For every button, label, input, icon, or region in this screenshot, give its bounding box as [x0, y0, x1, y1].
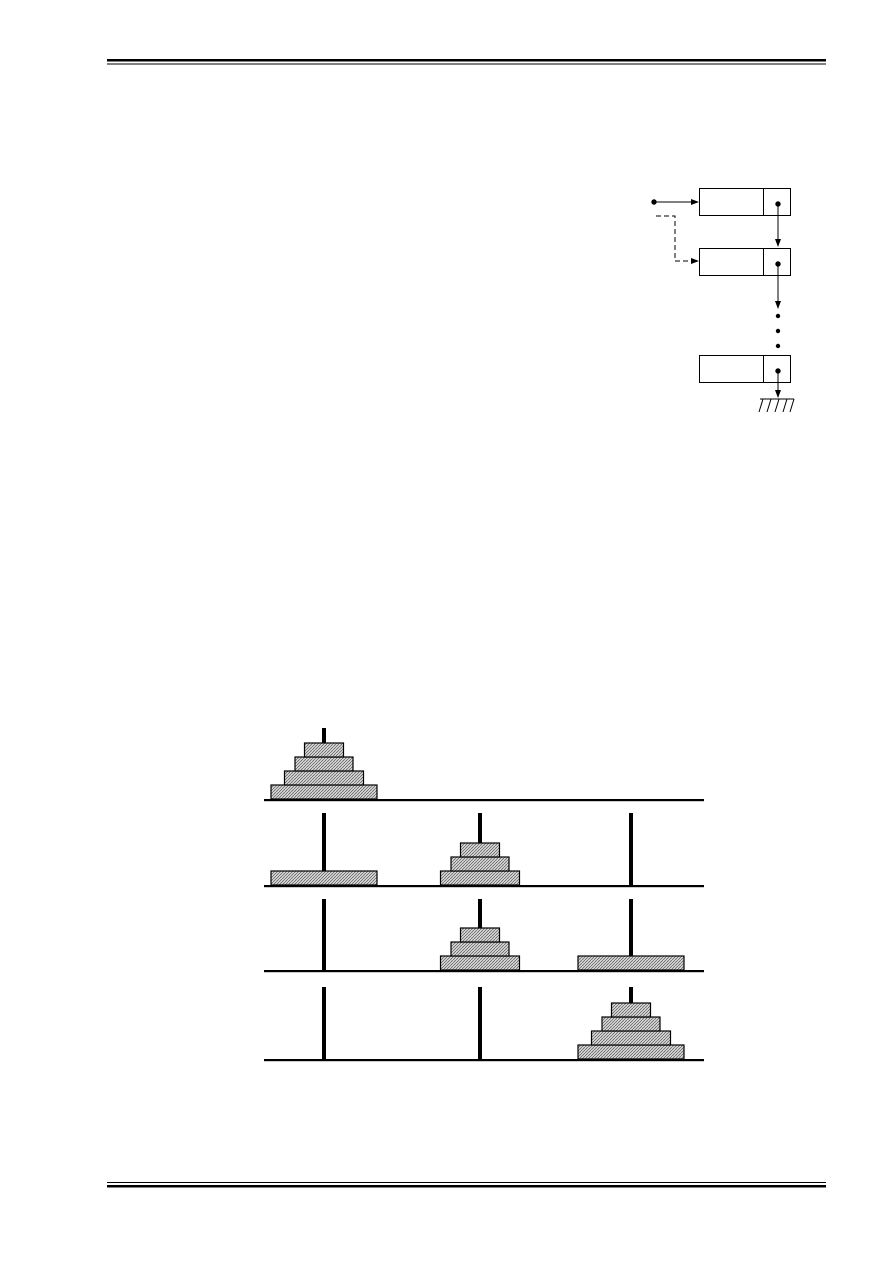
hanoi-disk-2 — [450, 941, 510, 957]
hanoi-disk-4 — [577, 1044, 685, 1060]
hanoi-peg — [478, 987, 482, 1060]
hanoi-disk-1 — [459, 842, 501, 858]
hanoi-peg — [322, 987, 326, 1060]
hanoi-base-line — [264, 799, 704, 802]
hanoi-disk-1 — [459, 927, 501, 943]
hanoi-disk-4 — [270, 784, 378, 800]
hanoi-base-line — [264, 885, 704, 888]
towers-of-hanoi-diagram — [264, 728, 704, 1062]
hanoi-disk-4 — [270, 870, 378, 886]
hanoi-peg — [322, 899, 326, 971]
dashed-arrow — [656, 215, 699, 264]
list-node — [699, 188, 791, 216]
hanoi-disk-3 — [439, 955, 521, 971]
hanoi-disk-3 — [590, 1030, 672, 1046]
hanoi-disk-3 — [439, 870, 521, 886]
hanoi-peg — [322, 813, 326, 886]
hanoi-peg — [629, 899, 633, 971]
linked-list-diagram — [651, 188, 795, 413]
hanoi-disk-3 — [283, 770, 365, 786]
hanoi-disk-4 — [577, 955, 685, 971]
ground-icon — [758, 398, 795, 413]
list-node — [699, 355, 791, 383]
header-rule — [107, 59, 826, 65]
ellipsis-dots — [775, 313, 781, 349]
hanoi-disk-1 — [610, 1002, 652, 1018]
hanoi-base-line — [264, 970, 704, 973]
list-node — [699, 248, 791, 276]
hanoi-disk-1 — [303, 742, 345, 758]
hanoi-peg — [629, 813, 633, 886]
hanoi-disk-2 — [450, 856, 510, 872]
hanoi-disk-2 — [601, 1016, 661, 1032]
hanoi-disk-2 — [294, 756, 354, 772]
hanoi-base-line — [264, 1059, 704, 1062]
footer-rule — [107, 1182, 826, 1188]
